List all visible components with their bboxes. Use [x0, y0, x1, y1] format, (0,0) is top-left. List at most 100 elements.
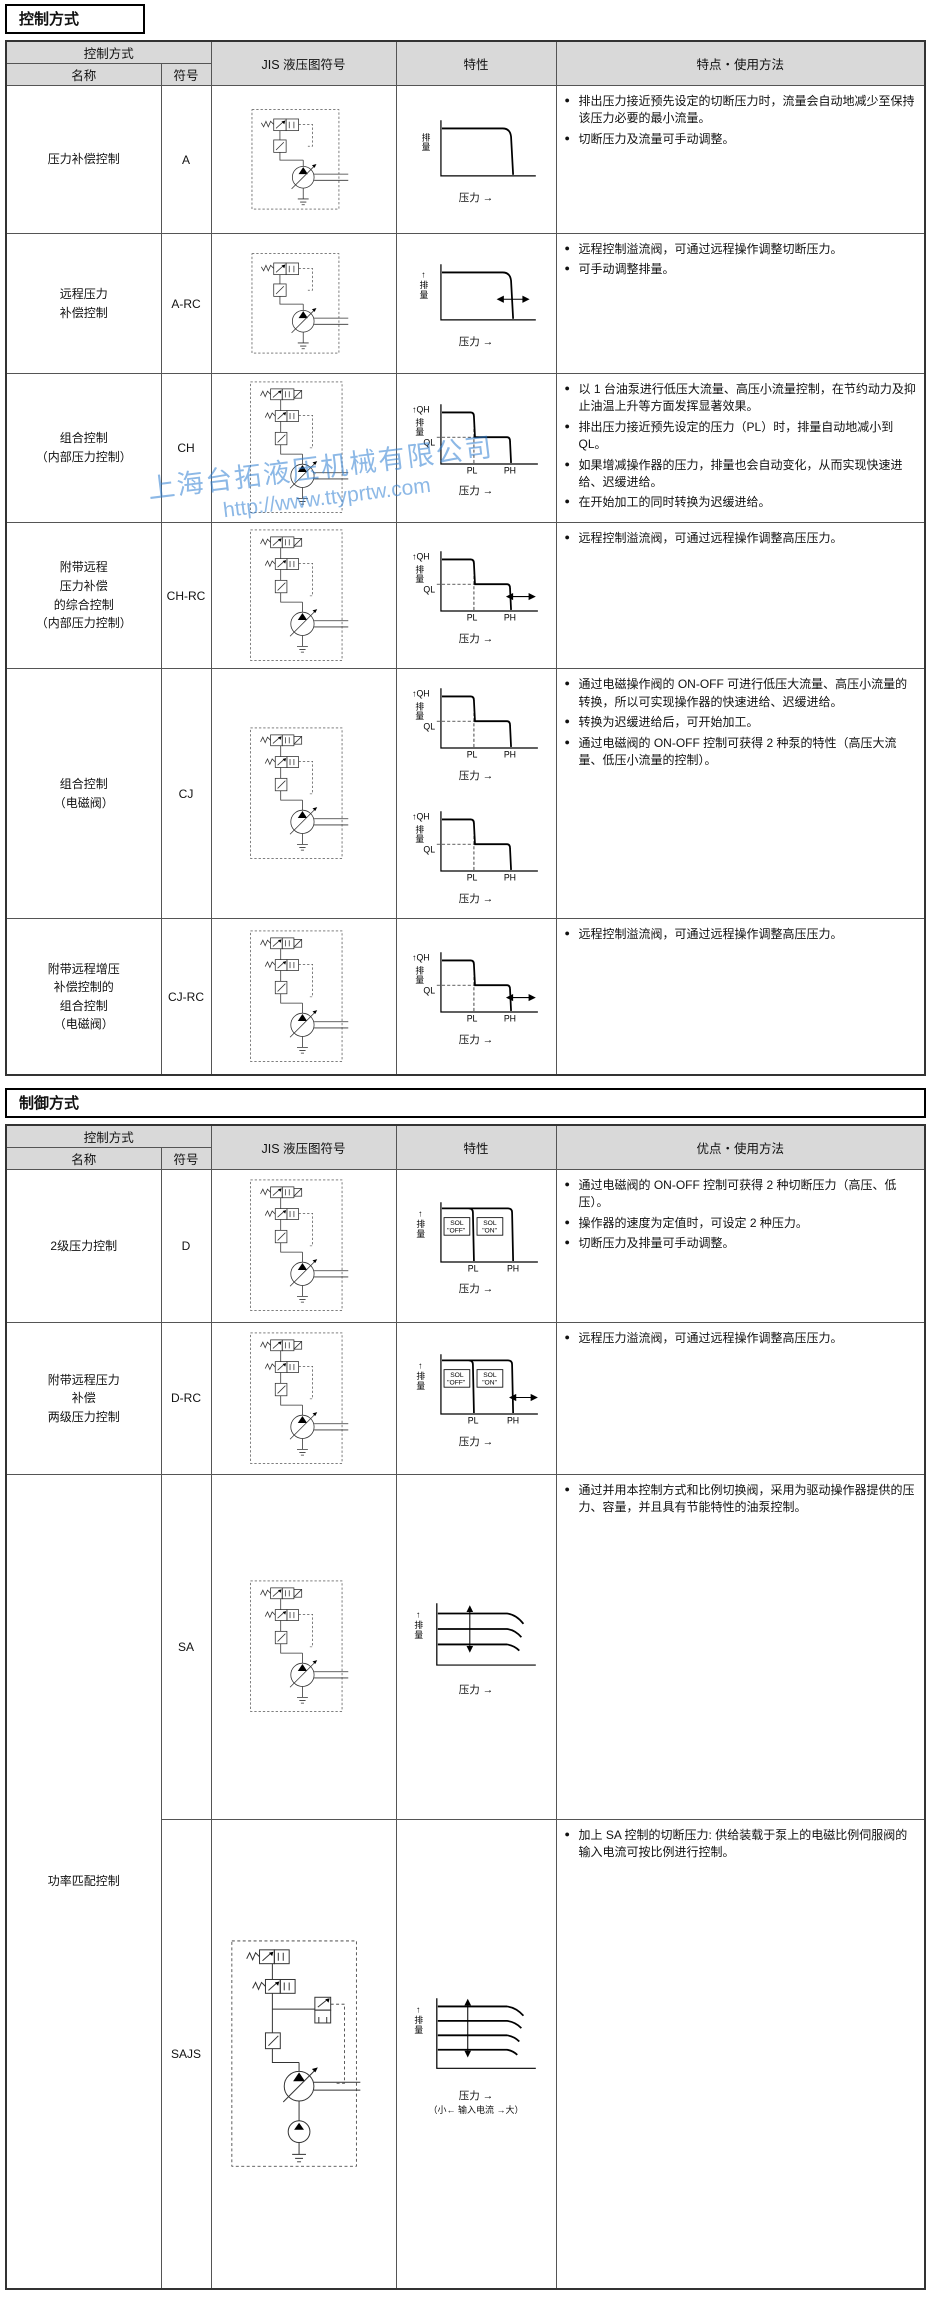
- chart-plot: SOL "OFF" SOL "ON" ↑排量 PL PH: [415, 1201, 538, 1273]
- chart-slot: SOL "OFF" SOL "ON" ↑排量 PL PH 压力 →: [399, 1196, 554, 1297]
- chart-slot: ↑排量 压力 → （小← 输入电流 →大）: [399, 1992, 554, 2116]
- chart-label-qh: ↑QH: [412, 953, 430, 963]
- table-row-ch-rc: 附带远程 压力补偿 的综合控制 （内部压力控制） CH-RC: [5, 521, 926, 670]
- chart-label-pl: PL: [467, 872, 478, 882]
- chart-plot: ↑排量: [413, 1602, 536, 1666]
- table-row-ch: 组合控制 （内部压力控制） CH: [5, 373, 926, 523]
- feature-item: 远程控制溢流阀，可通过远程操作调整切断压力。: [565, 241, 916, 258]
- feature-list: 排出压力接近预先设定的切断压力时，流量会自动地减少至保持该压力必要的最小流量。 …: [565, 93, 916, 148]
- chart-slot: ↑QH 排量 QL PL PH 压力 →: [399, 398, 554, 499]
- header-features: 特点・使用方法: [555, 40, 926, 86]
- name-cell: 组合控制 （内部压力控制）: [5, 373, 162, 523]
- feature-item: 通过电磁操作阀的 ON-OFF 可进行低压大流量、高压小流量的转换，所以可实现操…: [565, 676, 916, 711]
- chart-plot: 排量: [420, 120, 536, 177]
- chart-label-pl: PL: [467, 613, 478, 623]
- name-cell: 远程压力 补偿控制: [5, 233, 162, 374]
- characteristic-cell: ↑QH 排量 QL PL PH 压力 →: [395, 521, 557, 670]
- chart-label-ph: PH: [507, 1263, 519, 1273]
- chart-x-label: 压力 →: [458, 1034, 494, 1047]
- name-cell: 压力补偿控制: [5, 85, 162, 234]
- features-cell: 远程控制溢流阀，可通过远程操作调整高压压力。: [555, 918, 926, 1076]
- chart-label-on: "ON": [482, 1380, 497, 1387]
- chart-x-label: 压力 →: [458, 335, 494, 348]
- chart-label-sol: SOL: [483, 1372, 497, 1379]
- feature-item: 可手动调整排量。: [565, 261, 916, 278]
- characteristic-cell: ↑QH 排量 QL PL PH 压力 →: [395, 373, 557, 523]
- symbol-cell: SA: [160, 1473, 212, 1820]
- jis-circuit-diagram: [249, 381, 348, 513]
- chart-y-label: ↑排量: [413, 2005, 423, 2036]
- jis-diagram-slot: [214, 249, 394, 358]
- feature-item: 排出压力接近预先设定的切断压力时，流量会自动地减少至保持该压力必要的最小流量。: [565, 93, 916, 128]
- header-symbol: 符号: [160, 63, 212, 86]
- jis-cell: [210, 521, 397, 670]
- feature-list: 通过电磁操作阀的 ON-OFF 可进行低压大流量、高压小流量的转换，所以可实现操…: [565, 676, 916, 769]
- chart-slot: ↑QH 排量 QL PL PH 压力 →: [399, 946, 554, 1047]
- jis-circuit-diagram: [249, 1332, 348, 1464]
- jis-diagram-slot: [214, 1176, 394, 1316]
- chart-plot: ↑QH 排量 QL PL PH: [412, 952, 538, 1024]
- chart-label-qh: ↑QH: [412, 552, 430, 562]
- chart-label-ql: QL: [423, 437, 435, 447]
- control-method-table-1: 控制方式 JIS 液压图符号 特性 特点・使用方法 名称 符号 压力补偿控制 A: [5, 40, 926, 1076]
- characteristic-cell: ↑QH 排量 QL PL PH 压力 → ↑QH 排量 QL PL PH 压力 …: [395, 668, 557, 920]
- chart-plot: ↑排量: [418, 264, 536, 321]
- features-cell: 通过电磁操作阀的 ON-OFF 可进行低压大流量、高压小流量的转换，所以可实现操…: [555, 668, 926, 920]
- chart-label-pl: PL: [467, 1014, 478, 1024]
- feature-list: 加上 SA 控制的切断压力: 供给装载于泵上的电磁比例伺服阀的输入电流可按比例进…: [565, 1827, 916, 1862]
- header-name: 名称: [5, 1146, 162, 1170]
- chart-plot: ↑QH 排量 QL PL PH: [412, 688, 538, 760]
- chart-label-pl: PL: [467, 750, 478, 760]
- symbol-cell: CH: [160, 373, 212, 523]
- characteristic-chart: ↑QH 排量 QL PL PH 压力 →: [410, 682, 542, 783]
- chart-current-label: （小← 输入电流 →大）: [428, 2105, 524, 2116]
- feature-list: 通过电磁阀的 ON-OFF 控制可获得 2 种切断压力（高压、低压）。 操作器的…: [565, 1177, 916, 1253]
- table-row-cj: 组合控制 （电磁阀） CJ: [5, 668, 926, 920]
- jis-diagram-slot: [214, 1577, 394, 1717]
- characteristic-chart: 排量 压力 →: [410, 114, 542, 204]
- header-symbol: 符号: [160, 1146, 212, 1170]
- chart-plot: SOL "OFF" SOL "ON" ↑排量 PL PH: [415, 1354, 538, 1425]
- table-row-a: 压力补偿控制 A 排量 压力 →: [5, 85, 926, 234]
- name-cell: 附带远程增压 补偿控制的 组合控制 （电磁阀）: [5, 918, 162, 1076]
- jis-cell: [210, 1168, 397, 1323]
- name-cell: 附带远程压力 补偿 两级压力控制: [5, 1321, 162, 1475]
- table-row-cj-rc: 附带远程增压 补偿控制的 组合控制 （电磁阀） CJ-RC: [5, 918, 926, 1076]
- chart-slot: ↑QH 排量 QL PL PH 压力 →: [399, 545, 554, 646]
- jis-circuit-diagram: [249, 1179, 348, 1311]
- jis-cell: [210, 668, 397, 920]
- table-row-d: 2级压力控制 D: [5, 1168, 926, 1323]
- chart-plot: ↑QH 排量 QL PL PH: [412, 811, 538, 882]
- jis-cell: [210, 918, 397, 1076]
- chart-x-label: 压力 →: [458, 191, 494, 204]
- chart-x-label: 压力 →: [458, 485, 494, 498]
- chart-label-ql: QL: [423, 585, 435, 595]
- symbol-cell: D: [160, 1168, 212, 1323]
- header-control-method: 控制方式: [5, 1124, 212, 1148]
- feature-item: 如果增减操作器的压力，排量也会自动变化，从而实现快速进给、迟缓进给。: [565, 457, 916, 492]
- name-cell: 组合控制 （电磁阀）: [5, 668, 162, 920]
- header-features: 优点・使用方法: [555, 1124, 926, 1170]
- chart-label-qh: ↑QH: [412, 689, 430, 699]
- chart-slot: SOL "OFF" SOL "ON" ↑排量 PL PH 压力 →: [399, 1348, 554, 1449]
- chart-x-label: 压力 →: [458, 1684, 494, 1697]
- feature-list: 远程压力溢流阀，可通过远程操作调整高压压力。: [565, 1330, 916, 1347]
- chart-y-label: 排量: [414, 564, 424, 585]
- symbol-cell: A: [160, 85, 212, 234]
- feature-item: 远程控制溢流阀，可通过远程操作调整高压压力。: [565, 926, 916, 943]
- features-cell: 远程压力溢流阀，可通过远程操作调整高压压力。: [555, 1321, 926, 1475]
- feature-item: 操作器的速度为定值时，可设定 2 种压力。: [565, 1215, 916, 1232]
- characteristic-cell: ↑排量 压力 → （小← 输入电流 →大）: [395, 1818, 557, 2290]
- feature-list: 通过并用本控制方式和比例切换阀，采用为驱动操作器提供的压力、容量，并且具有节能特…: [565, 1482, 916, 1517]
- characteristic-cell: SOL "OFF" SOL "ON" ↑排量 PL PH 压力 →: [395, 1321, 557, 1475]
- section-title-regulation: 制御方式: [5, 1087, 926, 1118]
- chart-y-label: ↑排量: [415, 1361, 425, 1392]
- header-control-method: 控制方式: [5, 40, 212, 64]
- chart-slot: ↑QH 排量 QL PL PH 压力 →: [410, 805, 542, 906]
- table-header: 控制方式 JIS 液压图符号 特性 优点・使用方法 名称 符号: [5, 1124, 926, 1170]
- feature-item: 以 1 台油泵进行低压大流量、高压小流量控制，在节约动力及抑止油温上升等方面发挥…: [565, 381, 916, 416]
- characteristic-cell: ↑QH 排量 QL PL PH 压力 →: [395, 918, 557, 1076]
- characteristic-chart: ↑QH 排量 QL PL PH 压力 →: [410, 805, 542, 906]
- chart-y-label: 排量: [414, 965, 424, 986]
- features-cell: 通过电磁阀的 ON-OFF 控制可获得 2 种切断压力（高压、低压）。 操作器的…: [555, 1168, 926, 1323]
